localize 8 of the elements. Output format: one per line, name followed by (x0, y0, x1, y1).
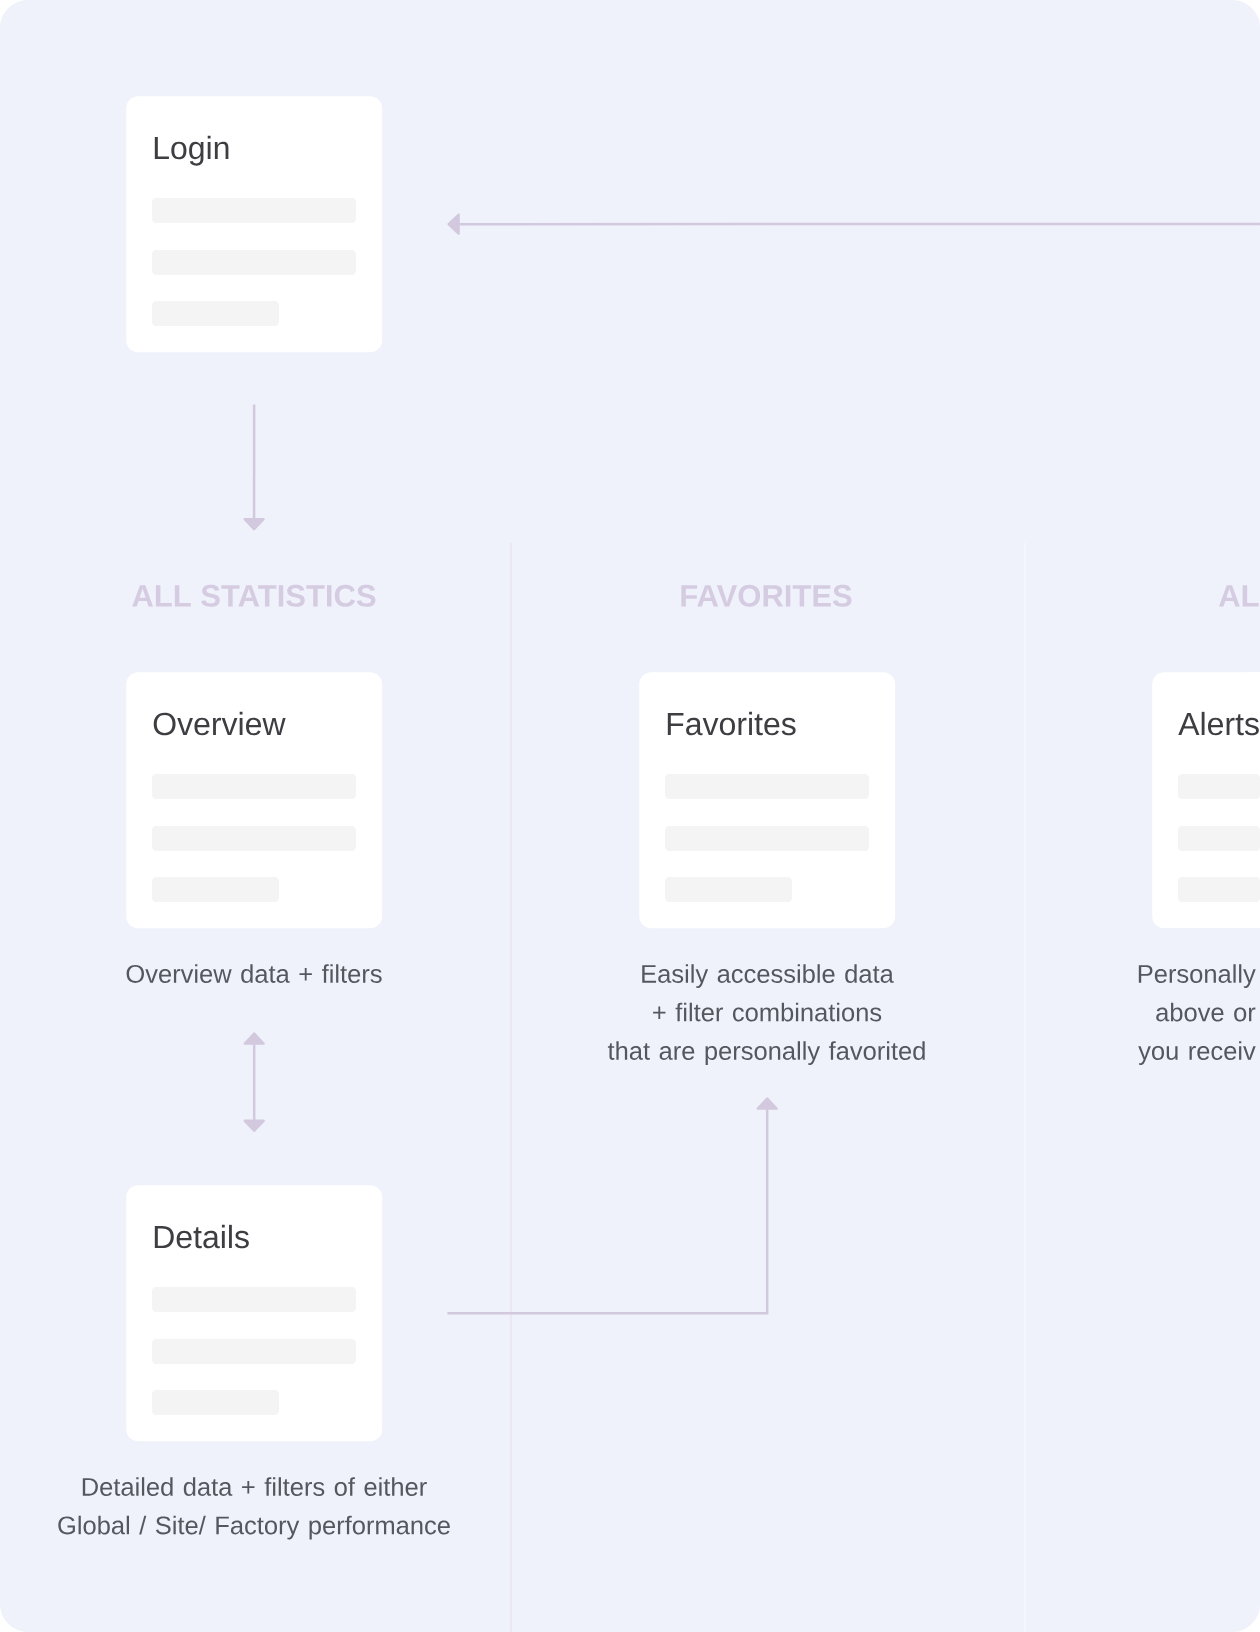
node-label: Easily accessible data + filter combinations that are personally favorited (607, 964, 925, 1065)
node-label: Personally above or you receiv (1138, 964, 1256, 1065)
double-arrow (243, 1032, 265, 1132)
node-label: Overview data + filters (126, 964, 382, 983)
arrow (447, 1097, 778, 1315)
node-label: Detailed data + filters of either Global / Site/ Factory performance (58, 1477, 450, 1540)
arrow (243, 404, 265, 531)
arrow (447, 213, 1260, 235)
